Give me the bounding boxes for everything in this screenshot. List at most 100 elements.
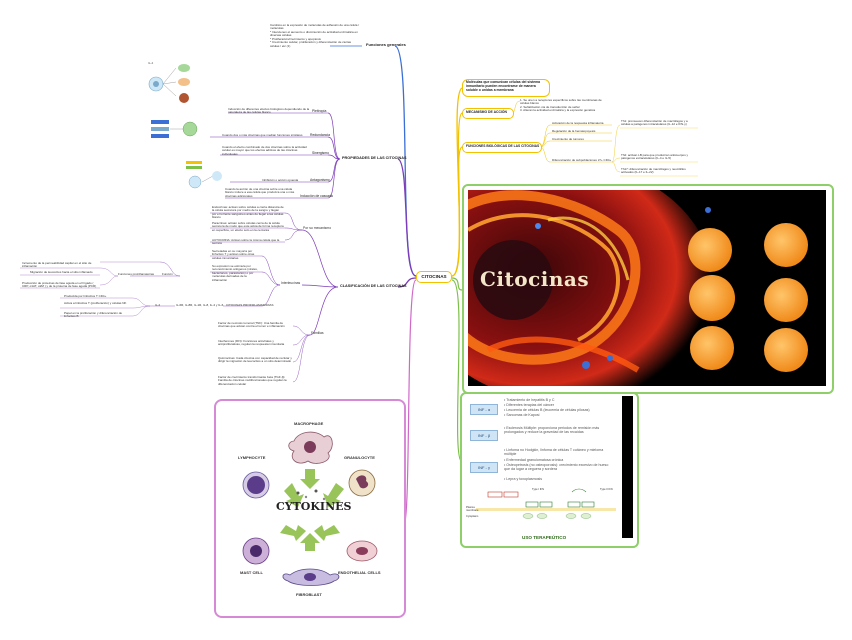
inf-alpha-line-1: • Diferentes terapias del cáncer	[504, 403, 555, 407]
inf-alpha-text-0: Tratamiento de hepatitis B y C	[506, 398, 555, 402]
citocinas-image-panel: Citocinas	[462, 184, 834, 394]
redundancia-illustration	[151, 120, 198, 138]
funciones-biologicas-label: FUNCIONES BIOLÓGICAS DE LAS CITOCINAS	[466, 144, 540, 148]
svg-text:IL-4: IL-4	[148, 61, 154, 65]
pleitropia-text: Inducción de diferentes efectos biológic…	[228, 107, 310, 115]
cell-mast-cell: MAST CELL	[240, 570, 263, 575]
pleitropia-label[interactable]: Pleitropía	[312, 109, 327, 113]
il2-desc: CITOCINAS PROINFLAMATORIAS	[226, 303, 274, 307]
definicion-box[interactable]: Moléculas que comunican células del sist…	[462, 79, 550, 97]
inf-gamma-text-1: Enfermedad granulomatosa crónica	[506, 458, 564, 462]
il2-item-0: Producida por linfocitos T CD4+	[64, 294, 107, 298]
il2-item-2: Papel en la proliferación y diferenciaci…	[64, 311, 123, 319]
interleucinas-text: Secretadas en su mayoría por linfocitos …	[212, 249, 255, 260]
inf-alpha-text-3: Sarcomas de Kaposi	[506, 413, 540, 417]
cascada-text: Cuando la acción de una citocina sobre u…	[225, 187, 295, 198]
cell-artwork	[468, 190, 808, 386]
inf-gamma-text-2: Osteopetrosis (no osteoporosis): crecimi…	[504, 463, 609, 472]
interleucinas-funcion-text: Su expresión se estimula por reconocimie…	[212, 264, 258, 282]
il2-sub: IL-6R, IL-8R, IL-1R, IL-8, IL-4 y IL-6	[176, 303, 224, 307]
familia-ifn: Interferones (IFN): Funciones antivirale…	[218, 339, 285, 347]
cascada-label[interactable]: Inducción de cascada	[300, 194, 333, 198]
root-label: CITOCINAS	[421, 274, 447, 279]
redundancia-text: Cuando dos o más citocinas que median fu…	[222, 133, 303, 137]
inf-alpha-text-1: Diferentes terapias del cáncer	[506, 403, 555, 407]
uso-terapeutico-panel: INF - α • Tratamiento de hepatitis B y C…	[460, 392, 639, 548]
funcion-bio-sub-th17: Th17: diferenciación de macrófagos y neu…	[621, 167, 686, 175]
propiedades-label[interactable]: PROPIEDADES DE LAS CITOCINAS	[342, 156, 407, 160]
uso-terapeutico-label: USO TERAPEÚTICO	[522, 535, 567, 540]
funcion-bio-2: Crecimiento de tumores	[552, 137, 584, 141]
antagonismo-text: Inhibición o acción opuesta	[262, 178, 299, 182]
inf-alpha-line-0: • Tratamiento de hepatitis B y C	[504, 398, 555, 402]
inf-alpha-text-2: Leucemia de células B (leucemia de célul…	[506, 408, 590, 412]
il2-item-1: Activa a linfocitos T (proliferación) y …	[64, 301, 127, 305]
funcion-bio-1: Regulación de la hematopoyesis	[552, 129, 596, 133]
inf-gamma-tag: INF - γ	[470, 462, 498, 473]
funcion-bio-0: Activación de la respuesta inflamatoria	[552, 121, 604, 125]
mecanismo-box[interactable]: MECANISMO DE ACCIÓN	[462, 108, 514, 119]
root-node[interactable]: CITOCINAS	[416, 271, 452, 283]
sinergismo-illustration	[186, 161, 222, 189]
funcion-bio-sub-th1: Th1: promueven diferenciación de macrófa…	[621, 119, 688, 127]
inf-gamma-line-0: • Linfoma no Hodgkin, linfoma de células…	[504, 448, 604, 457]
pleitropia-illustration: IL-4	[148, 61, 190, 103]
redundancia-label[interactable]: Redundancia	[310, 133, 330, 137]
inf-beta-line-0: • Esclerosis Múltiple: proporciona perio…	[504, 426, 600, 435]
sinergismo-label[interactable]: Sinergismo	[312, 151, 329, 155]
citocinas-image: Citocinas	[468, 190, 826, 386]
inf-alpha-tag: INF - α	[470, 404, 498, 415]
definicion-text: Moléculas que comunican células del sist…	[466, 80, 541, 92]
image-title: Citocinas	[480, 267, 590, 291]
sinergismo-text: Cuando el efecto combinado de dos citoci…	[222, 145, 307, 156]
familia-tgf: Factor de crecimiento transformante beta…	[218, 375, 287, 386]
inf-alpha-line-2: • Leucemia de células B (leucemia de cél…	[504, 408, 590, 412]
diagram-label-cytoplasm: Cytoplasm	[466, 515, 479, 518]
proinflam-item-migracion: Migración de leucocitos hacia el sitio i…	[30, 270, 93, 274]
mecanismo-item-autocrina: AUTOCRINA: Actúan sobre la misma célula …	[212, 238, 280, 246]
clasificacion-label[interactable]: CLASIFICACIÓN DE LAS CITOCINAS	[340, 284, 407, 288]
familias-label[interactable]: Familias	[311, 331, 324, 335]
diagram-label-membrane: Plasma membrane	[466, 506, 479, 512]
mecanismo-item-endocrinas: Endocrinas: actúan sobre células a ciert…	[212, 205, 284, 220]
inf-gamma-text-3: Lepra y toxoplasmosis	[506, 477, 543, 481]
inf-gamma-line-3: • Lepra y toxoplasmosis	[504, 477, 543, 481]
inf-beta-text-0: Esclerosis Múltiple: proporciona periodo…	[504, 426, 600, 435]
diagram-label-type2: Type II IFN	[600, 488, 613, 491]
proinflam-item-permeabilidad: Incremento de la permeabilidad capilar e…	[22, 261, 92, 269]
inf-gamma-text-0: Linfoma no Hodgkin, linfoma de células T…	[504, 448, 604, 457]
cell-granulocyte: GRANULOCYTE	[344, 455, 375, 460]
mecanismo-item-paracrinas: Paracrinas: actúan sobre células cerca d…	[212, 221, 284, 232]
ifn-receptor-diagram	[476, 488, 616, 519]
inf-beta-tag: INF - β	[470, 430, 498, 441]
funciones-biologicas-box[interactable]: FUNCIONES BIOLÓGICAS DE LAS CITOCINAS	[462, 142, 542, 153]
funciones-generales-label[interactable]: Funciones generales	[366, 42, 406, 47]
inf-alpha-line-3: • Sarcomas de Kaposi	[504, 413, 540, 417]
cell-lymphocyte: LYMPHOCYTE	[238, 455, 266, 460]
antagonismo-label[interactable]: Antagonismo	[310, 178, 330, 182]
inf-gamma-line-1: • Enfermedad granulomatosa crónica	[504, 458, 564, 462]
funcion-label[interactable]: Función	[162, 272, 173, 276]
cell-fibroblast: FIBROBLAST	[296, 592, 322, 597]
por-su-mecanismo-label[interactable]: Por su mecanismo	[303, 226, 332, 230]
cytokines-panel: CYTOKINES MACROPHAGE LYMPHOCYTE GRANULOC…	[214, 399, 406, 618]
mecanismo-text: 1. Se unen a receptores específicos sobr…	[520, 98, 602, 113]
cell-endothelial: ENDOTHELIAL CELLS	[338, 570, 381, 575]
funcion-bio-sub-th2: Th2: activan LB para que produzcan antic…	[621, 153, 689, 161]
funcion-bio-3: Diferenciación de subpoblaciones LT+ CD4…	[552, 158, 612, 162]
cytokines-title: CYTOKINES	[276, 500, 352, 513]
familia-quimiocinas: Quimiocinas: Cada citocina con capacidad…	[218, 356, 292, 364]
inf-gamma-line-2: • Osteopetrosis (no osteoporosis): creci…	[504, 463, 609, 472]
il2-label[interactable]: IL-2	[155, 303, 161, 307]
interleucinas-label[interactable]: Interleucinas	[281, 281, 301, 285]
diagram-label-type1: Type I IFN	[532, 488, 544, 491]
cell-macrophage: MACROPHAGE	[294, 421, 324, 426]
familia-tnf: Factor de necrosis tumoral (TNF): Una fa…	[218, 321, 285, 329]
mecanismo-label: MECANISMO DE ACCIÓN	[466, 110, 507, 114]
cytokines-artwork	[242, 431, 378, 586]
funciones-generales-text: Cambios en la expresión de moléculas de …	[270, 23, 360, 48]
panel-side-bar	[622, 396, 633, 538]
proinflam-item-proteinas: Producción de proteínas de fase aguda en…	[22, 281, 97, 289]
funciones-proinflamatorias-label[interactable]: Funciones proinflamatorias	[118, 272, 155, 276]
